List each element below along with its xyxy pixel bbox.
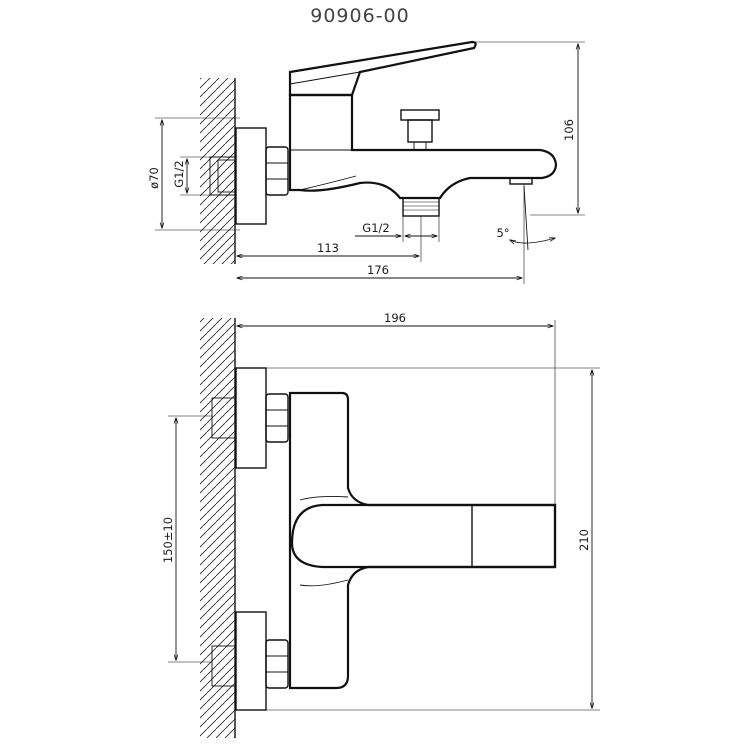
dim-inlet-spacing: 150±10 [161, 517, 175, 563]
inlet-thread-side [217, 159, 236, 193]
dim-inlet-thread: G1/2 [172, 160, 186, 187]
lever-top [290, 503, 557, 569]
dim-total-width: 196 [384, 311, 406, 325]
body-top [288, 391, 557, 690]
nut-side [265, 146, 289, 196]
dim-outlet-thread: G1/2 [362, 221, 389, 235]
diverter-stem [407, 119, 433, 143]
dim-spout-angle: 5° [496, 226, 509, 240]
aerator-side [509, 177, 533, 185]
top-view: 196 210 150±10 [161, 311, 600, 738]
flange-top-upper [235, 367, 267, 469]
nut-upper [265, 393, 289, 443]
flange-top-lower [235, 611, 267, 711]
flange-side [235, 127, 267, 225]
dim-total-depth: 176 [367, 263, 389, 277]
diverter-cap [400, 109, 440, 121]
model-number: 90906-00 [310, 5, 409, 27]
dim-flange-diameter: ø70 [147, 167, 161, 189]
side-view: 106 ø70 G1/2 G1/2 113 176 5° [147, 40, 585, 284]
wall-hatch-bottom [200, 318, 235, 738]
body-side [288, 93, 558, 200]
outlet-thread-side [402, 197, 440, 217]
dim-spout-offset: 113 [317, 241, 339, 255]
dim-height: 106 [562, 119, 576, 141]
inlet-pipe-side [209, 156, 235, 196]
inlet-lower [211, 645, 237, 687]
dim-total-height: 210 [577, 529, 591, 551]
body-contour [299, 495, 349, 587]
inlet-upper [211, 397, 237, 439]
wall-hatch-top [200, 78, 235, 264]
lever-side [288, 40, 477, 97]
nut-lower [265, 639, 289, 689]
